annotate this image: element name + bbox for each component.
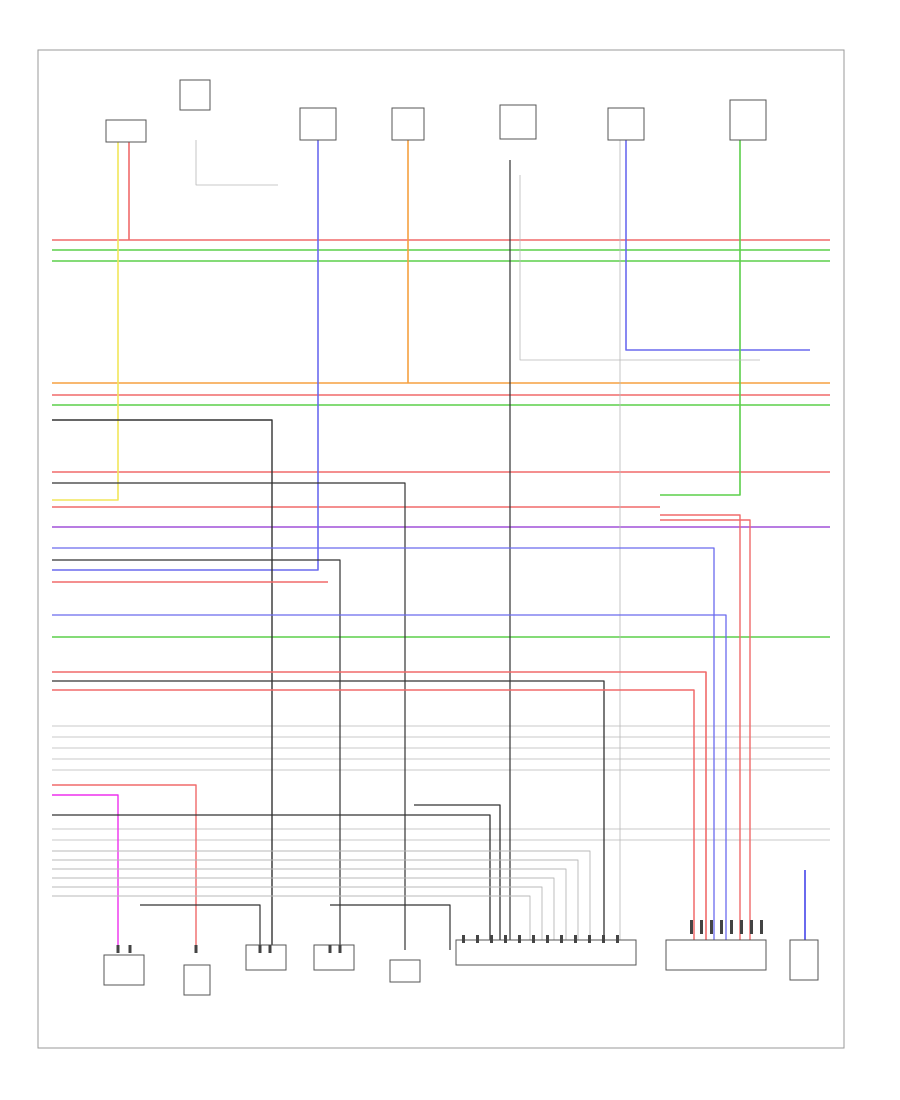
wire-28 xyxy=(52,482,406,950)
component-layer xyxy=(103,79,819,996)
wire-48 xyxy=(140,904,261,950)
component-b7 xyxy=(665,939,767,971)
component-b3 xyxy=(245,944,287,971)
wire-45 xyxy=(52,877,555,950)
wire-17 xyxy=(52,140,119,501)
wire-29 xyxy=(52,559,341,950)
wire-25 xyxy=(195,140,278,186)
pin-b6-2 xyxy=(490,935,493,943)
wire-41 xyxy=(414,804,501,950)
pin-b7-0 xyxy=(690,920,693,934)
wire-22 xyxy=(660,140,741,496)
wire-47 xyxy=(52,895,531,950)
pin-b6-0 xyxy=(462,935,465,943)
component-b1 xyxy=(103,954,145,986)
pin-b6-5 xyxy=(532,935,535,943)
wire-36 xyxy=(52,680,605,950)
pin-b7-7 xyxy=(760,920,763,934)
component-b5 xyxy=(389,959,421,983)
component-b4 xyxy=(313,944,355,971)
wire-19 xyxy=(52,140,319,571)
pin-1 xyxy=(128,945,132,953)
wire-34 xyxy=(660,519,751,950)
wire-42 xyxy=(52,850,591,950)
wire-31 xyxy=(52,547,715,950)
pin-b7-1 xyxy=(700,920,703,934)
wire-21 xyxy=(625,140,810,351)
pin-b6-9 xyxy=(588,935,591,943)
pin-b7-3 xyxy=(720,920,723,934)
wire-40 xyxy=(52,814,491,950)
component-c2 xyxy=(179,79,211,111)
pin-4 xyxy=(268,945,272,953)
wire-44 xyxy=(52,868,567,950)
component-c4 xyxy=(391,107,425,141)
pin-b6-7 xyxy=(560,935,563,943)
component-b8 xyxy=(789,939,819,981)
pin-b7-6 xyxy=(750,920,753,934)
wire-43 xyxy=(52,859,579,950)
pin-b7-2 xyxy=(710,920,713,934)
pin-6 xyxy=(338,945,342,953)
component-c7 xyxy=(729,99,767,141)
wire-39 xyxy=(52,794,119,950)
pin-b6-3 xyxy=(504,935,507,943)
pin-b6-8 xyxy=(574,935,577,943)
wire-33 xyxy=(660,514,741,950)
diagram-frame xyxy=(37,49,845,1049)
pin-b6-4 xyxy=(518,935,521,943)
wire-49 xyxy=(330,904,451,950)
wire-46 xyxy=(52,886,543,950)
component-c1 xyxy=(105,119,147,143)
pin-b6-10 xyxy=(602,935,605,943)
wire-38 xyxy=(52,784,197,950)
wire-24 xyxy=(519,175,760,361)
component-b6 xyxy=(455,939,637,966)
component-b2 xyxy=(183,964,211,996)
pin-2 xyxy=(194,945,198,953)
component-c6 xyxy=(607,107,645,141)
pin-0 xyxy=(116,945,120,953)
pin-b6-11 xyxy=(616,935,619,943)
pin-b7-5 xyxy=(740,920,743,934)
pin-5 xyxy=(328,945,332,953)
wire-27 xyxy=(52,419,273,950)
component-c5 xyxy=(499,104,537,140)
wire-35 xyxy=(52,671,707,950)
pin-b6-6 xyxy=(546,935,549,943)
pin-b7-4 xyxy=(730,920,733,934)
wire-32 xyxy=(52,614,727,950)
pin-b6-1 xyxy=(476,935,479,943)
wire-37 xyxy=(52,689,695,950)
wire-layer xyxy=(52,140,830,950)
component-c3 xyxy=(299,107,337,141)
pin-3 xyxy=(258,945,262,953)
